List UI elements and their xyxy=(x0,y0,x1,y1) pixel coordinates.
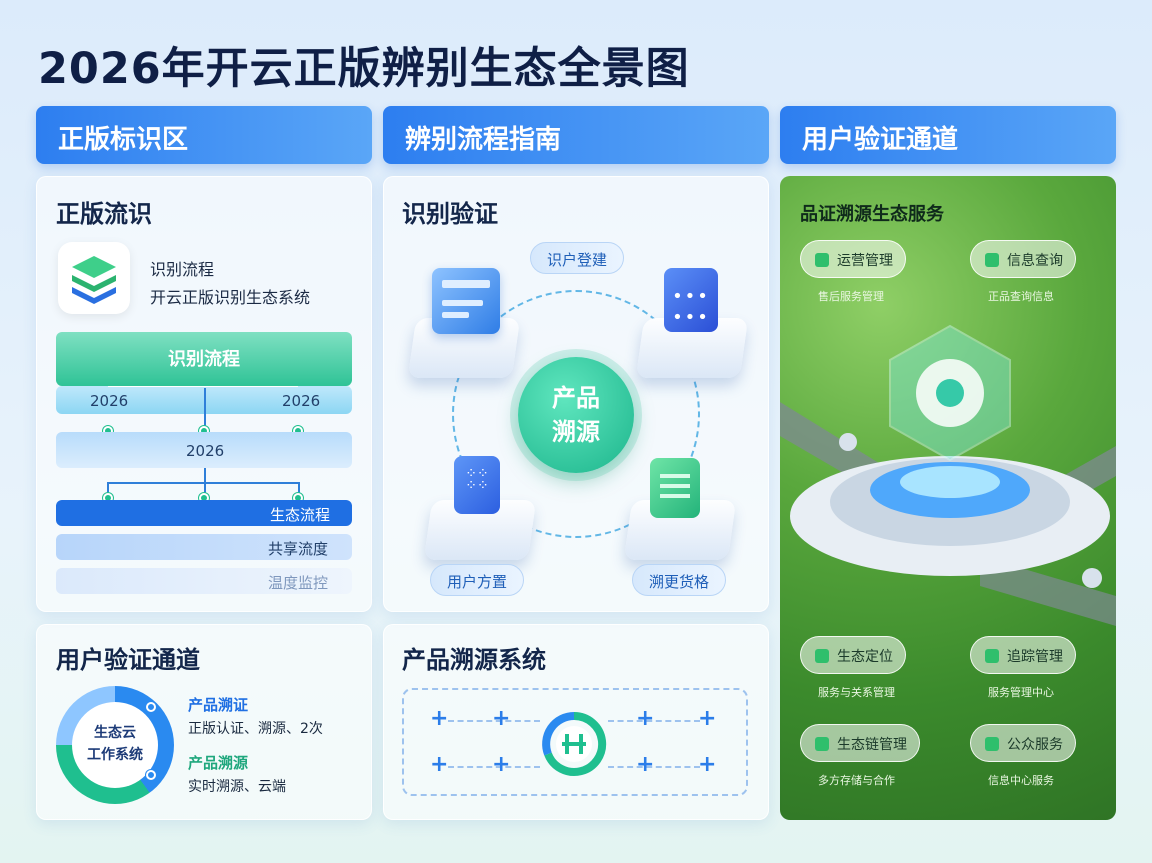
user-channel-title: 用户验证通道 xyxy=(56,646,200,674)
service-sub: 售后服务管理 xyxy=(818,290,884,303)
verify-title: 识别验证 xyxy=(402,200,498,228)
cube-icon xyxy=(815,649,829,663)
trace-system-title: 产品溯源系统 xyxy=(402,646,546,674)
row-temp[interactable] xyxy=(56,568,352,594)
scene-illustration xyxy=(780,324,1116,626)
connector xyxy=(448,766,540,768)
connector xyxy=(204,388,206,432)
service-label: 公众服务 xyxy=(1007,737,1063,753)
service-pill-query[interactable]: 信息查询 xyxy=(970,240,1076,278)
service-sub: 信息中心服务 xyxy=(988,774,1054,787)
pill-user[interactable]: 用户方置 xyxy=(430,564,525,596)
connector xyxy=(448,720,540,722)
row-ecology-label: 生态流程 xyxy=(270,506,331,524)
plus-icon: + xyxy=(698,706,717,731)
service-pill-chain[interactable]: 生态链管理 xyxy=(800,724,920,762)
connector xyxy=(108,386,298,387)
service-label: 生态链管理 xyxy=(837,737,907,753)
document-icon xyxy=(432,268,500,334)
box-icon xyxy=(985,737,999,751)
page-title: 2026年开云正版辨别生态全景图 xyxy=(38,44,690,94)
trace-hub-icon[interactable] xyxy=(540,710,608,778)
cycle-ring xyxy=(452,290,700,538)
app-line-1: 识别流程 xyxy=(150,260,215,279)
plus-icon: + xyxy=(430,752,449,777)
row-temp-label: 温度监控 xyxy=(268,574,329,592)
service-pill-locate[interactable]: 生态定位 xyxy=(800,636,906,674)
service-pill-track[interactable]: 追踪管理 xyxy=(970,636,1076,674)
grid-dots-icon: •••••• xyxy=(664,268,718,332)
service-label: 追踪管理 xyxy=(1007,649,1063,665)
box-icon xyxy=(985,649,999,663)
legend-2-text: 实时溯源、云端 xyxy=(188,779,286,795)
center-trace-circle[interactable]: 产品溯源 xyxy=(518,357,634,473)
app-line-2: 开云正版识别生态系统 xyxy=(150,288,311,307)
plus-icon: + xyxy=(492,706,511,731)
cube-icon xyxy=(815,737,829,751)
year-mid: 2026 xyxy=(186,442,225,460)
stack-icon xyxy=(985,253,999,267)
service-pill-ops[interactable]: 运营管理 xyxy=(800,240,906,278)
header-genuine-area[interactable]: 正版标识区 xyxy=(36,106,372,164)
plus-icon: + xyxy=(636,752,655,777)
server-icon xyxy=(650,458,700,518)
service-label: 信息查询 xyxy=(1007,253,1063,269)
connector xyxy=(608,766,700,768)
plus-icon: + xyxy=(636,706,655,731)
connector xyxy=(107,482,109,498)
app-icon xyxy=(58,242,130,314)
trace-system-box xyxy=(402,688,748,796)
center-trace-label: 产品溯源 xyxy=(552,384,600,446)
year-band-mid xyxy=(56,432,352,468)
header-user-channel-label: 用户验证通道 xyxy=(802,125,959,155)
service-sub: 服务与关系管理 xyxy=(818,686,895,699)
service-sub: 正品查询信息 xyxy=(988,290,1054,303)
cube-icon xyxy=(815,253,829,267)
header-flow-guide[interactable]: 辨别流程指南 xyxy=(383,106,769,164)
keypad-icon: ⁘⁘⁘⁘ xyxy=(454,456,500,514)
connector xyxy=(298,482,300,498)
plus-icon: + xyxy=(430,706,449,731)
header-user-channel[interactable]: 用户验证通道 xyxy=(780,106,1116,164)
pill-login[interactable]: 识户登建 xyxy=(530,242,625,274)
service-pill-public[interactable]: 公众服务 xyxy=(970,724,1076,762)
year-left: 2026 xyxy=(90,392,129,410)
connector xyxy=(608,720,700,722)
row-ecology[interactable] xyxy=(56,500,352,526)
genuine-id-title: 正版流识 xyxy=(56,200,152,228)
header-genuine-area-label: 正版标识区 xyxy=(58,125,189,155)
plus-icon: + xyxy=(492,752,511,777)
legend-1-text: 正版认证、溯源、2次 xyxy=(188,721,323,737)
year-right: 2026 xyxy=(282,392,321,410)
service-label: 生态定位 xyxy=(837,649,893,665)
donut-marker xyxy=(146,702,156,712)
service-label: 运营管理 xyxy=(837,253,893,269)
service-sub: 服务管理中心 xyxy=(988,686,1054,699)
trace-system-panel xyxy=(383,624,769,820)
donut-marker xyxy=(146,770,156,780)
ecosystem-title: 品证溯源生态服务 xyxy=(800,204,944,225)
flow-band-label: 识别流程 xyxy=(168,349,240,370)
plus-icon: + xyxy=(698,752,717,777)
legend-1-title: 产品溯证 xyxy=(188,696,249,714)
service-sub: 多方存储与合作 xyxy=(818,774,895,787)
legend-2-title: 产品溯源 xyxy=(188,754,249,772)
layers-icon xyxy=(72,256,116,304)
ecosystem-scene xyxy=(780,176,1116,820)
row-share[interactable] xyxy=(56,534,352,560)
flow-band xyxy=(56,332,352,386)
connector xyxy=(108,482,300,484)
donut-label: 生态云 工作系统 xyxy=(72,702,158,788)
pill-trace[interactable]: 溯更货格 xyxy=(632,564,727,596)
row-share-label: 共享流度 xyxy=(268,540,329,558)
header-flow-guide-label: 辨别流程指南 xyxy=(405,125,562,155)
